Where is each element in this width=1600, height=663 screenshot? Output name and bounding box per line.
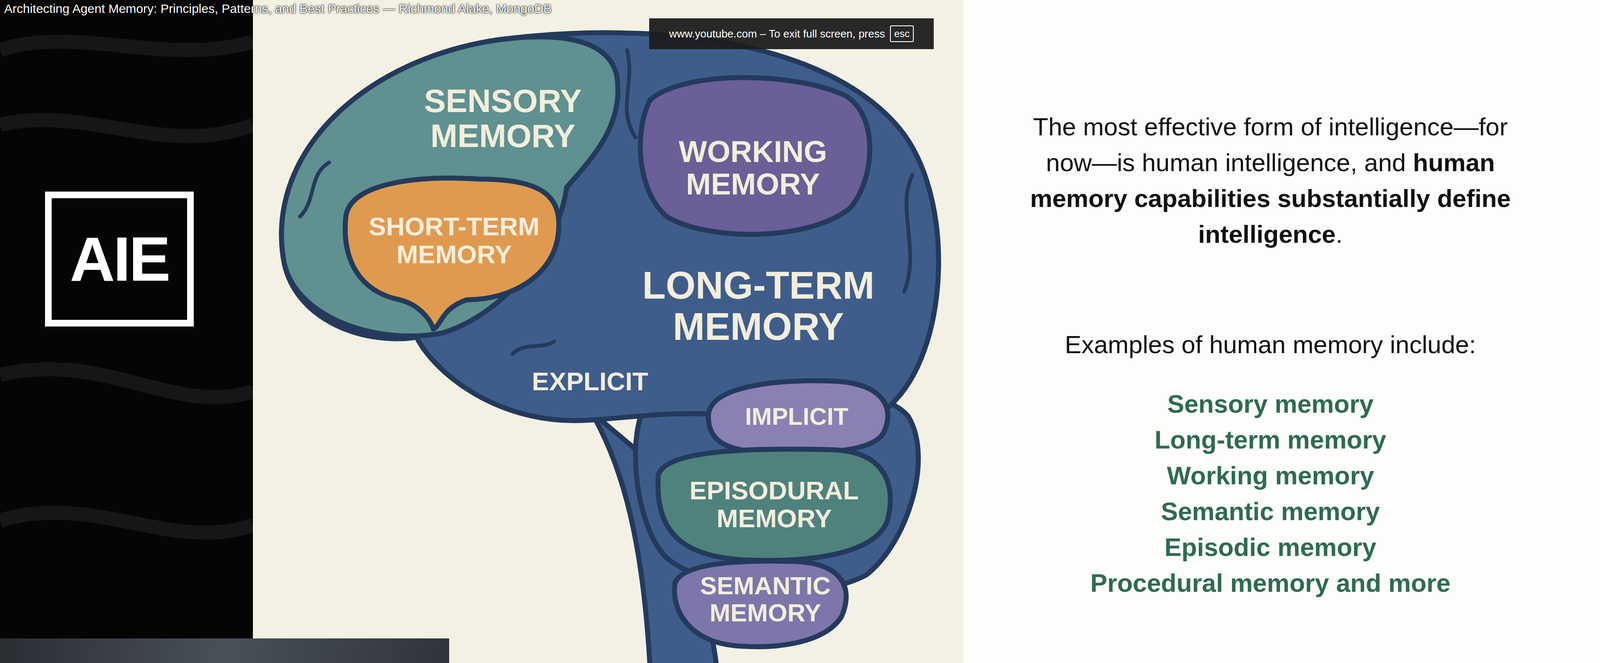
node-text: IMPLICIT	[721, 403, 872, 430]
node-text: WORKING MEMORY	[665, 135, 841, 201]
left-strip	[0, 0, 253, 663]
node-text: AIE	[69, 223, 169, 296]
logo-box: AIE	[45, 191, 194, 327]
memory-type: Long-term memory	[978, 422, 1563, 458]
node-text: SHORT-TERM MEMORY	[354, 212, 555, 269]
memory-type: Sensory memory	[978, 386, 1563, 423]
brain-region: WORKING MEMORY	[665, 135, 841, 201]
brain-region: SEMANTIC MEMORY	[690, 572, 841, 628]
node-text: www.youtube.com – To exit full screen, p…	[669, 27, 885, 41]
slide-text: Examples of human memory include:	[978, 327, 1563, 363]
node-text: EPISODURAL MEMORY	[674, 477, 875, 533]
bottom-bar	[0, 638, 450, 663]
cerebrum	[281, 32, 939, 425]
region-label: EXPLICIT	[519, 367, 661, 396]
brain-region: SENSORY MEMORY	[413, 83, 593, 154]
illustration-panel	[252, 0, 964, 663]
brain-region: EPISODURAL MEMORY	[674, 477, 875, 533]
semantic-lobe	[674, 561, 847, 648]
memory-type: Episodic memory	[978, 529, 1563, 566]
brain-folds	[300, 50, 913, 355]
node-text: SEMANTIC MEMORY	[690, 572, 841, 628]
node-text: LONG-TERM MEMORY	[629, 265, 888, 348]
implicit-lobe	[708, 380, 888, 453]
episodural-lobe	[657, 449, 891, 561]
sensory-lobe	[281, 36, 618, 336]
background-arcs	[0, 41, 253, 533]
working-lobe	[640, 77, 870, 235]
memory-type: Semantic memory	[978, 493, 1563, 530]
node-text: SENSORY MEMORY	[413, 83, 593, 154]
short-term-lobe	[345, 178, 560, 330]
memory-type: Procedural memory and more	[978, 565, 1563, 602]
video-title: Architecting Agent Memory: Principles, P…	[4, 1, 552, 16]
slide-panel	[963, 0, 1600, 663]
fullscreen-notice: www.youtube.com – To exit full screen, p…	[649, 18, 934, 50]
node-text: esc	[894, 27, 910, 40]
slide-paragraph: The most effective form of intelligence—…	[1028, 109, 1513, 253]
brain-region: SHORT-TERM MEMORY	[354, 212, 555, 269]
brain-region: IMPLICIT	[721, 403, 872, 430]
slide-text: .	[1335, 220, 1343, 249]
brain	[281, 32, 939, 663]
brain-region: LONG-TERM MEMORY	[629, 265, 888, 348]
key-badge: esc	[890, 25, 914, 43]
memory-type: Working memory	[978, 457, 1563, 494]
